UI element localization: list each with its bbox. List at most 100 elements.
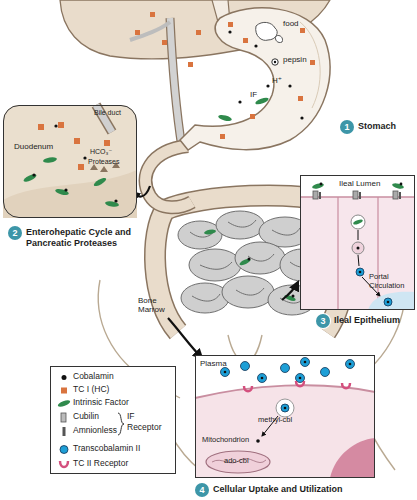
stomach-part-part [254, 44, 257, 47]
stomach-part [135, 12, 315, 139]
duodenum [146, 146, 192, 207]
small-intestine-part [222, 276, 274, 308]
duodenum-inset-art-part-part [23, 173, 38, 183]
legend-text: Transcobalamin II [73, 443, 173, 454]
duodenum-inset-art-part-part [54, 124, 57, 127]
stomach-part-part [243, 38, 248, 43]
gut-contents-part [239, 257, 252, 266]
duodenum-inset-art-part-part [104, 140, 110, 146]
stomach-part [275, 35, 282, 42]
ileum-inset-art-part [353, 219, 364, 226]
liver-part [170, 18, 182, 148]
cobalamin-dot [62, 375, 67, 380]
inset-panel: Plasmamethyl-cblMitochondrionado-cbl [195, 355, 375, 478]
cell-inset-art-part [195, 385, 375, 478]
duodenum-inset-art-part-part [74, 138, 80, 144]
stomach-part-part [266, 84, 269, 87]
duodenum-inset-art-part-part [105, 200, 120, 207]
stomach-part-part [220, 134, 225, 139]
amnionless-shape [63, 427, 66, 436]
stomach-part-part [300, 28, 305, 33]
ileum-inset-art-part [352, 242, 364, 254]
stomach-part-part [150, 12, 155, 17]
inset-label: HCO₃⁻ [90, 148, 134, 156]
legend-swatch [57, 398, 71, 409]
inset-panel: DuodenumBile ductHCO₃⁻Proteases [3, 105, 137, 218]
inset-label: Portal Circulation [369, 273, 415, 290]
callout-marker: 1Stomach [340, 120, 354, 134]
cell-inset-art-part-part [224, 371, 227, 374]
small-intestine-part [235, 242, 285, 274]
stomach-part-part [288, 84, 291, 87]
legend-text: Intrinsic Factor [73, 397, 173, 408]
callout-heading: Enterohepatic Cycle and Pancreatic Prote… [26, 227, 150, 249]
duodenum-inset-art-part-part [43, 156, 58, 163]
ileum-inset-art-part [384, 298, 392, 306]
cell-inset-art-part [224, 361, 352, 380]
ileum-inset-art [300, 175, 415, 310]
cell-inset-art-part [284, 407, 287, 410]
duodenum-inset-art-part-part [100, 166, 108, 172]
duodenum-part [146, 146, 192, 207]
intrinsic-factor-shape [57, 399, 71, 408]
inset-panel: Ileal LumenPortal Circulation [300, 175, 415, 310]
callout-heading: Cellular Uptake and Utilization [213, 484, 413, 495]
ileum-inset-art-part-part [319, 192, 321, 199]
small-intestine-part [181, 283, 229, 313]
duodenum-inset-art-part-part [32, 173, 35, 176]
inset-label: Plasma [200, 359, 250, 368]
stomach-part-part [238, 100, 241, 103]
cell-inset-art-part [281, 404, 289, 412]
ileum-inset-art-part-part [393, 191, 398, 199]
duodenum-inset-art-part-part [93, 176, 108, 187]
cell-inset-art-part-part [346, 360, 355, 369]
stomach-part [218, 114, 233, 122]
receptor-shape [60, 461, 68, 467]
legend-text: TC I (HC) [73, 384, 173, 395]
inset-label: Duodenum [14, 142, 74, 151]
callout-number: 4 [195, 483, 209, 497]
pointer-arrows-part [282, 282, 298, 300]
anatomy-label: IF [250, 90, 266, 99]
duodenum-inset-art-part-part [58, 122, 64, 128]
stomach-part-part [250, 114, 255, 119]
cell-inset-art-part [330, 438, 375, 478]
stomach-part-part [188, 62, 193, 67]
cell-inset-art-part-part [349, 363, 352, 366]
stomach-part-part [298, 96, 303, 101]
legend-swatch [57, 444, 71, 455]
ileum-inset-art-part [351, 215, 365, 229]
stomach-part [300, 22, 320, 108]
ileum-inset-art-part-part [353, 191, 358, 199]
callout-heading: Ileal Epithelium [334, 315, 416, 326]
anatomy-label: H⁺ [272, 76, 292, 85]
cell-inset-art-part-part [321, 368, 330, 377]
duodenum-inset-art-part [3, 170, 137, 218]
cell-inset-art-part-part [296, 381, 304, 386]
liver-part [130, 22, 170, 40]
ileum-inset-art-part [320, 183, 323, 186]
anatomy-label: pepsin [283, 55, 323, 64]
ileum-inset-art-part [387, 301, 390, 304]
ileum-inset-art-part [357, 247, 360, 250]
ileum-inset-art-part [338, 197, 378, 310]
duodenum-inset-art-part-part [55, 188, 70, 196]
inset-label: Mitochondrion [202, 436, 272, 445]
transcobalamin-circle [60, 446, 68, 454]
cell-inset-art-part-part [281, 364, 290, 373]
legend-text: Cubilin [73, 411, 173, 422]
ileum-inset-art-part [319, 192, 401, 199]
stomach [135, 8, 330, 150]
duodenum-part [146, 146, 192, 207]
anatomy-label: food [283, 19, 323, 28]
liver-part [170, 18, 182, 148]
stomach-part-part [300, 116, 303, 119]
inset-label: methyl-cbl [258, 416, 318, 425]
duodenum-inset-art-part-part [64, 188, 67, 191]
cell-inset-art-part [221, 358, 355, 383]
inset-label: Ileal Lumen [339, 179, 411, 188]
cell-inset-art-part [195, 355, 375, 478]
anatomy-label: Bone Marrow [138, 296, 182, 314]
small-intestine-part [178, 221, 222, 249]
